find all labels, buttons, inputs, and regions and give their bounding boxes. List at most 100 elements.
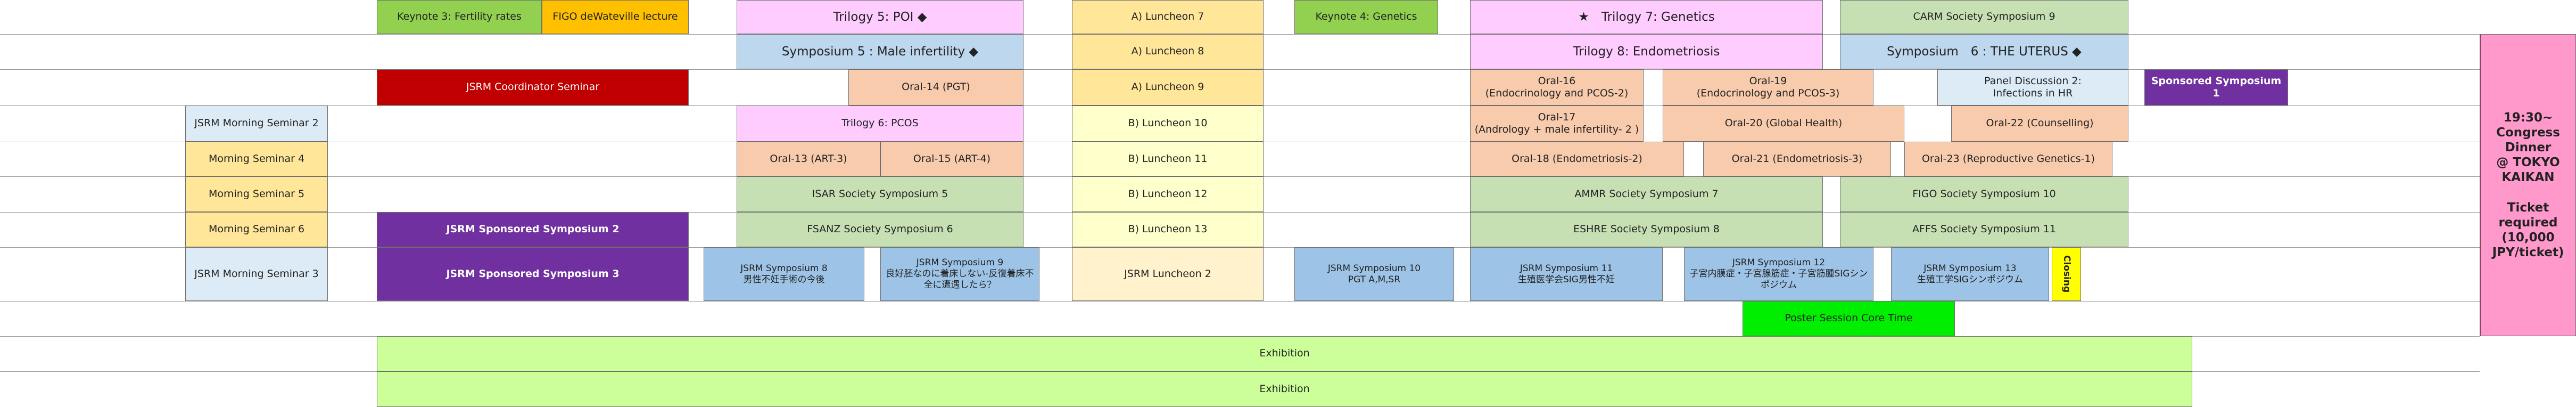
session-oral-23[interactable]: Oral-23 (Reproductive Genetics-1) bbox=[1904, 142, 2112, 176]
session-sponsored-1[interactable]: Sponsored Symposium 1 bbox=[2144, 69, 2288, 105]
session-label: Oral-17 (Andrology + male infertility- 2… bbox=[1474, 111, 1639, 135]
session-label: FSANZ Society Symposium 6 bbox=[807, 223, 953, 235]
session-oral-22[interactable]: Oral-22 (Counselling) bbox=[1951, 105, 2128, 142]
session-morning-3[interactable]: JSRM Morning Seminar 3 bbox=[185, 247, 328, 301]
session-luncheon-b11[interactable]: B) Luncheon 11 bbox=[1072, 142, 1264, 176]
session-label: ESHRE Society Symposium 8 bbox=[1573, 223, 1720, 235]
session-label: B) Luncheon 13 bbox=[1128, 223, 1208, 235]
session-label: Oral-15 (ART-4) bbox=[913, 152, 991, 165]
session-label: Oral-22 (Counselling) bbox=[1986, 117, 2094, 129]
session-oral-15[interactable]: Oral-15 (ART-4) bbox=[880, 142, 1023, 176]
session-label: Oral-21 (Endometriosis-3) bbox=[1731, 152, 1863, 165]
session-label: Oral-19 (Endocrinology and PCOS-3) bbox=[1696, 75, 1840, 99]
session-luncheon-b10[interactable]: B) Luncheon 10 bbox=[1072, 105, 1264, 142]
session-jsrm-symp-10[interactable]: JSRM Symposium 10 PGT A,M,SR bbox=[1294, 247, 1454, 301]
session-morning-6[interactable]: Morning Seminar 6 bbox=[185, 212, 328, 247]
session-label: FIGO Society Symposium 10 bbox=[1912, 188, 2056, 200]
session-jsrm-luncheon-2[interactable]: JSRM Luncheon 2 bbox=[1072, 247, 1264, 301]
session-label: JSRM Symposium 13 生殖工学SIGシンポジウム bbox=[1917, 263, 2023, 285]
session-luncheon-a7[interactable]: A) Luncheon 7 bbox=[1072, 0, 1264, 34]
session-label: AFFS Society Symposium 11 bbox=[1912, 223, 2056, 235]
session-oral-19[interactable]: Oral-19 (Endocrinology and PCOS-3) bbox=[1663, 69, 1873, 105]
session-symposium-5[interactable]: Symposium 5 : Male infertility ◆ bbox=[737, 34, 1023, 69]
session-label: JSRM Sponsored Symposium 2 bbox=[446, 223, 620, 235]
session-trilogy-8[interactable]: Trilogy 8: Endometriosis bbox=[1470, 34, 1823, 69]
session-label: Trilogy 5: POI ◆ bbox=[833, 10, 927, 24]
session-label: JSRM Luncheon 2 bbox=[1124, 267, 1211, 280]
session-jsrm-sponsored-2[interactable]: JSRM Sponsored Symposium 2 bbox=[377, 212, 689, 247]
session-panel-2[interactable]: Panel Discussion 2: Infections in HR bbox=[1937, 69, 2128, 105]
session-morning-2[interactable]: JSRM Morning Seminar 2 bbox=[185, 105, 328, 142]
session-label: AMMR Society Symposium 7 bbox=[1574, 188, 1719, 200]
session-carm-9[interactable]: CARM Society Symposium 9 bbox=[1840, 0, 2128, 34]
session-jsrm-sponsored-3[interactable]: JSRM Sponsored Symposium 3 bbox=[377, 247, 689, 301]
session-morning-5[interactable]: Morning Seminar 5 bbox=[185, 176, 328, 212]
session-closing[interactable]: Closing bbox=[2052, 247, 2081, 301]
session-trilogy-5[interactable]: Trilogy 5: POI ◆ bbox=[737, 0, 1023, 34]
session-oral-21[interactable]: Oral-21 (Endometriosis-3) bbox=[1703, 142, 1891, 176]
session-label: Morning Seminar 6 bbox=[208, 223, 305, 235]
session-jsrm-symp-8[interactable]: JSRM Symposium 8 男性不妊手術の今後 bbox=[704, 247, 864, 301]
session-label: JSRM Morning Seminar 2 bbox=[194, 117, 319, 129]
session-label: Oral-14 (PGT) bbox=[902, 81, 970, 93]
session-oral-14[interactable]: Oral-14 (PGT) bbox=[848, 69, 1023, 105]
session-oral-20[interactable]: Oral-20 (Global Health) bbox=[1663, 105, 1904, 142]
session-symposium-6[interactable]: Symposium 6 : THE UTERUS ◆ bbox=[1840, 34, 2128, 69]
session-label: B) Luncheon 11 bbox=[1128, 152, 1208, 165]
session-label: JSRM Morning Seminar 3 bbox=[194, 267, 319, 280]
session-label: Trilogy 6: PCOS bbox=[841, 117, 919, 129]
session-figo-lecture[interactable]: FIGO deWateville lecture bbox=[542, 0, 689, 34]
session-fsanz-6[interactable]: FSANZ Society Symposium 6 bbox=[737, 212, 1023, 247]
session-label: JSRM Symposium 11 生殖医学会SIG男性不妊 bbox=[1518, 263, 1615, 285]
session-congress-dinner[interactable]: 19:30~ Congress Dinner @ TOKYO KAIKAN Ti… bbox=[2480, 34, 2576, 336]
session-label: Oral-16 (Endocrinology and PCOS-2) bbox=[1485, 75, 1629, 99]
session-trilogy-7[interactable]: ★ Trilogy 7: Genetics bbox=[1470, 0, 1823, 34]
session-figo-10[interactable]: FIGO Society Symposium 10 bbox=[1840, 176, 2128, 212]
session-oral-17[interactable]: Oral-17 (Andrology + male infertility- 2… bbox=[1470, 105, 1644, 142]
session-luncheon-b12[interactable]: B) Luncheon 12 bbox=[1072, 176, 1264, 212]
session-oral-18[interactable]: Oral-18 (Endometriosis-2) bbox=[1470, 142, 1684, 176]
session-luncheon-a9[interactable]: A) Luncheon 9 bbox=[1072, 69, 1264, 105]
session-label: Oral-23 (Reproductive Genetics-1) bbox=[1921, 152, 2095, 165]
session-keynote-4[interactable]: Keynote 4: Genetics bbox=[1294, 0, 1438, 34]
session-jsrm-symp-12[interactable]: JSRM Symposium 12 子宮内膜症・子宮腺筋症・子宮筋腫SIGシン … bbox=[1684, 247, 1873, 301]
session-affs-11[interactable]: AFFS Society Symposium 11 bbox=[1840, 212, 2128, 247]
session-exhibition-2[interactable]: Exhibition bbox=[377, 371, 2192, 407]
session-ammr-7[interactable]: AMMR Society Symposium 7 bbox=[1470, 176, 1823, 212]
session-label: JSRM Symposium 9 良好胚なのに着床しない-反復着床不 全に遭遇し… bbox=[886, 257, 1034, 290]
session-oral-16[interactable]: Oral-16 (Endocrinology and PCOS-2) bbox=[1470, 69, 1644, 105]
session-label: Keynote 4: Genetics bbox=[1315, 11, 1417, 23]
session-keynote-3[interactable]: Keynote 3: Fertility rates bbox=[377, 0, 542, 34]
session-jsrm-symp-9[interactable]: JSRM Symposium 9 良好胚なのに着床しない-反復着床不 全に遭遇し… bbox=[880, 247, 1039, 301]
session-label: CARM Society Symposium 9 bbox=[1913, 11, 2055, 23]
session-label: Oral-18 (Endometriosis-2) bbox=[1512, 152, 1642, 165]
session-jsrm-symp-11[interactable]: JSRM Symposium 11 生殖医学会SIG男性不妊 bbox=[1470, 247, 1663, 301]
session-label: Trilogy 8: Endometriosis bbox=[1573, 44, 1720, 59]
session-label: ISAR Society Symposium 5 bbox=[812, 188, 948, 200]
session-morning-4[interactable]: Morning Seminar 4 bbox=[185, 142, 328, 176]
session-label: JSRM Symposium 8 男性不妊手術の今後 bbox=[740, 263, 828, 285]
session-jsrm-symp-13[interactable]: JSRM Symposium 13 生殖工学SIGシンポジウム bbox=[1891, 247, 2049, 301]
session-oral-13[interactable]: Oral-13 (ART-3) bbox=[737, 142, 880, 176]
session-exhibition-1[interactable]: Exhibition bbox=[377, 336, 2192, 371]
session-trilogy-6[interactable]: Trilogy 6: PCOS bbox=[737, 105, 1023, 142]
session-label: Exhibition bbox=[1259, 347, 1310, 360]
session-label: Panel Discussion 2: Infections in HR bbox=[1984, 75, 2082, 99]
session-luncheon-a8[interactable]: A) Luncheon 8 bbox=[1072, 34, 1264, 69]
session-luncheon-b13[interactable]: B) Luncheon 13 bbox=[1072, 212, 1264, 247]
session-poster-session[interactable]: Poster Session Core Time bbox=[1743, 301, 1955, 336]
session-isar-5[interactable]: ISAR Society Symposium 5 bbox=[737, 176, 1023, 212]
row-divider bbox=[0, 301, 2480, 302]
session-label: Symposium 6 : THE UTERUS ◆ bbox=[1887, 44, 2082, 59]
session-label: A) Luncheon 8 bbox=[1131, 45, 1204, 58]
session-label: FIGO deWateville lecture bbox=[552, 11, 678, 23]
session-label: Morning Seminar 4 bbox=[208, 152, 305, 165]
session-label: Poster Session Core Time bbox=[1785, 312, 1913, 324]
session-label: JSRM Symposium 12 子宮内膜症・子宮腺筋症・子宮筋腫SIGシン … bbox=[1689, 257, 1868, 290]
session-label: ★ Trilogy 7: Genetics bbox=[1578, 10, 1715, 24]
session-jsrm-coordinator[interactable]: JSRM Coordinator Seminar bbox=[377, 69, 689, 105]
session-label: Sponsored Symposium 1 bbox=[2151, 75, 2282, 99]
session-label: Oral-20 (Global Health) bbox=[1724, 117, 1843, 129]
session-label: B) Luncheon 10 bbox=[1128, 117, 1208, 129]
session-eshre-8[interactable]: ESHRE Society Symposium 8 bbox=[1470, 212, 1823, 247]
